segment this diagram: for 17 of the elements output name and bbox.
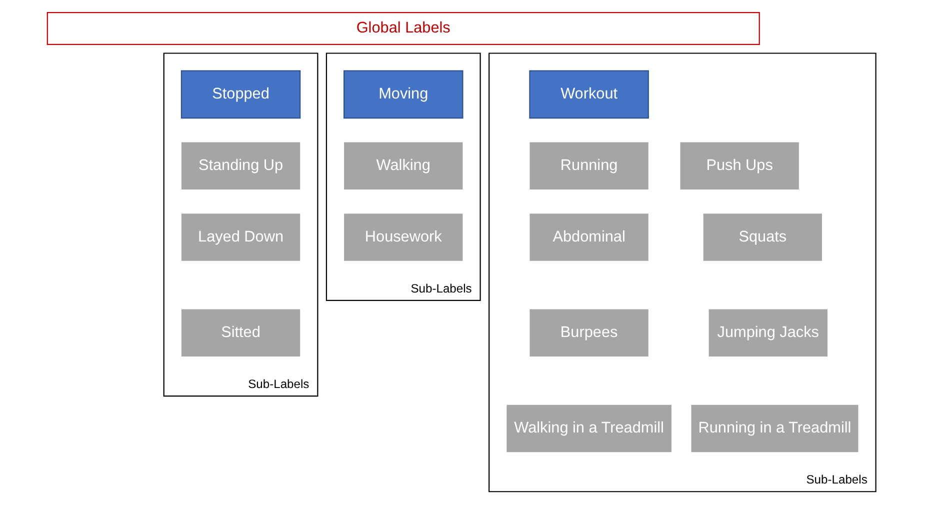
node-box: Burpees <box>530 309 648 356</box>
node-box: Sitted <box>181 309 300 356</box>
node-box: Running <box>530 142 648 190</box>
node-box: Push Ups <box>680 142 799 190</box>
node-box: Standing Up <box>181 142 300 190</box>
node-box: Walking in a Treadmill <box>506 404 672 452</box>
node-box: Squats <box>703 214 822 261</box>
node-box: Jumping Jacks <box>708 309 828 356</box>
node-box: Housework <box>344 214 463 261</box>
node-box: Layed Down <box>181 214 300 261</box>
node-box: Running in a Treadmill <box>691 404 858 452</box>
node-box: Moving <box>344 70 464 119</box>
node-box: Workout <box>529 70 649 119</box>
node-box: Global Labels <box>46 12 760 45</box>
node-box: Walking <box>344 142 463 190</box>
node-box: Abdominal <box>530 214 648 261</box>
node-box: Stopped <box>180 70 301 119</box>
